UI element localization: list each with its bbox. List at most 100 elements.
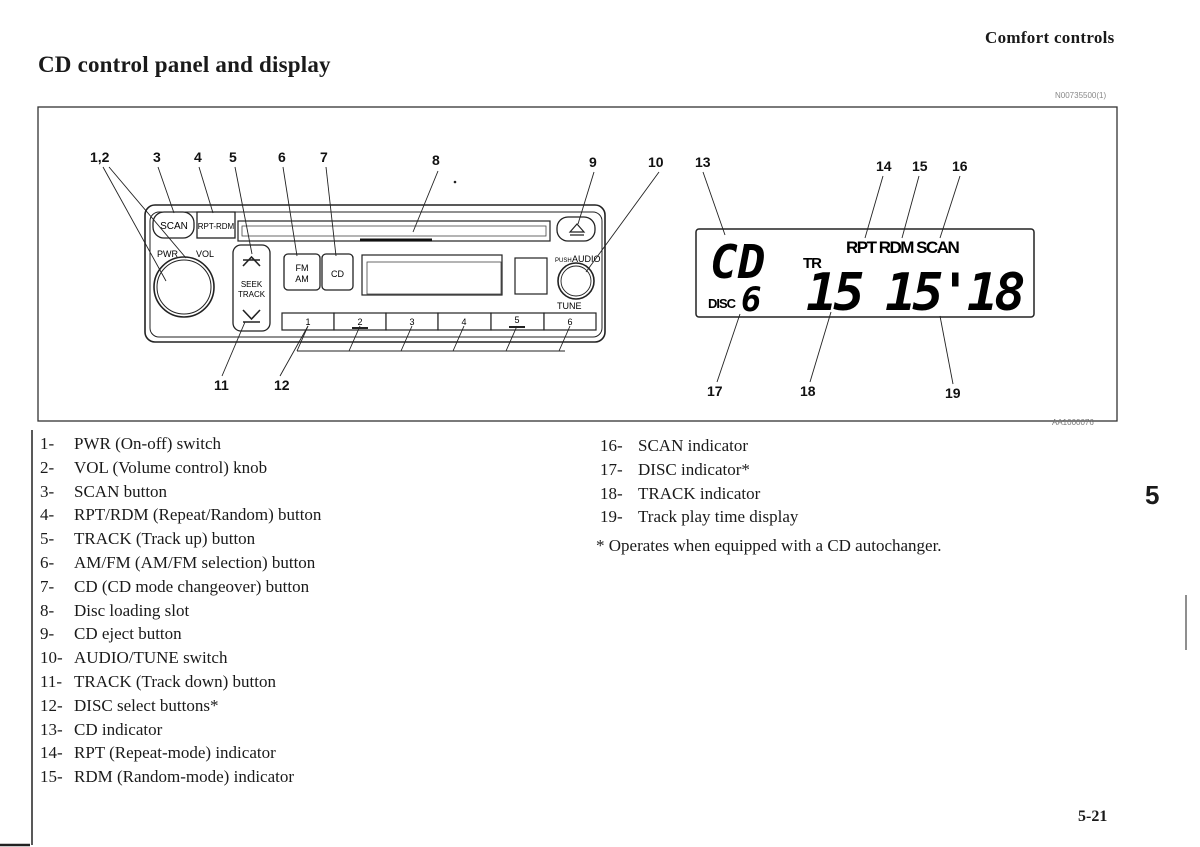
cd-mode-button[interactable] <box>321 253 354 291</box>
legend-item-text: AM/FM (AM/FM selection) button <box>74 552 316 572</box>
legend-item-text: SCAN button <box>74 481 168 501</box>
faceplate-outer <box>144 204 606 343</box>
legend-item-number: 2- <box>40 457 55 477</box>
callout-5: 5 <box>229 149 237 165</box>
callout-3: 3 <box>153 149 161 165</box>
cd-lcd-display: CD TR RPT RDM SCAN DISC 6 15 15'18 <box>695 228 1035 323</box>
legend-item-number: 17- <box>600 459 623 479</box>
legend-item: 18-TRACK indicator <box>600 482 798 506</box>
footnote: * Operates when equipped with a CD autoc… <box>596 536 942 555</box>
legend-item-number: 3- <box>40 481 55 501</box>
legend-item-number: 18- <box>600 483 623 503</box>
legend-item-number: 11- <box>40 671 63 691</box>
callout-19: 19 <box>945 385 961 401</box>
chapter-number: 5 <box>1145 480 1160 510</box>
legend-item-number: 1- <box>40 434 55 453</box>
track-down-button[interactable] <box>242 309 261 323</box>
legend-item-number: 13- <box>40 719 63 739</box>
legend-item-text: DISC select buttons* <box>74 695 219 715</box>
legend-item-text: RDM (Random-mode) indicator <box>74 767 295 787</box>
play-time-display: 15'18 <box>885 263 1023 323</box>
legend-item-text: Track play time display <box>638 507 799 527</box>
legend-item-text: TRACK (Track down) button <box>74 671 276 691</box>
legend-item-number: 6- <box>40 552 55 572</box>
tune-label: TUNE <box>557 301 582 311</box>
legend-list-right: 16-SCAN indicator 17- DISC indicator* 18-… <box>600 434 798 529</box>
legend-item-text: DISC indicator* <box>638 459 750 479</box>
leader-lines <box>102 166 961 385</box>
legend-item: 10-AUDIO/TUNE switch <box>40 646 321 670</box>
disc-button-6[interactable] <box>543 312 597 331</box>
disc-button-2-label: 2 <box>357 317 362 327</box>
vol-label: VOL <box>196 249 214 259</box>
legend-item: 3- SCAN button <box>40 480 321 504</box>
pwr-vol-knob[interactable] <box>153 256 215 318</box>
legend-item: 16-SCAN indicator <box>600 434 798 458</box>
tr-indicator: TR <box>803 255 822 272</box>
callout-4: 4 <box>194 149 202 165</box>
legend-item: 2- VOL (Volume control) knob <box>40 456 321 480</box>
fm-label: FM <box>296 263 309 273</box>
pwr-label: PWR <box>157 249 178 259</box>
legend-item-number: 15- <box>40 767 63 787</box>
legend-item-text: CD eject button <box>74 624 182 644</box>
callout-1-2: 1,2 <box>90 149 110 165</box>
figure-code-top: N00735500(1) <box>1055 91 1107 100</box>
small-display-window <box>514 257 548 295</box>
audio-tune-knob[interactable] <box>557 262 595 300</box>
disc-button-2-led <box>352 327 368 329</box>
legend-item-text: SCAN indicator <box>638 436 749 455</box>
page-number: 5-21 <box>1078 808 1108 825</box>
legend-item-number: 12- <box>40 695 63 715</box>
legend-item-number: 4- <box>40 505 55 525</box>
radio-display-inner <box>366 261 502 295</box>
legend-item: 5-TRACK (Track up) button <box>40 527 321 551</box>
disc-indicator: DISC <box>708 296 737 311</box>
legend-list-left: 1-PWR (On-off) switch 2- VOL (Volume cont… <box>40 432 321 789</box>
callout-10: 10 <box>648 154 664 170</box>
legend-item-text: CD indicator <box>74 719 163 739</box>
legend-item: 19- Track play time display <box>600 505 798 529</box>
legend-item: 4- RPT/RDM (Repeat/Random) button <box>40 503 321 527</box>
legend-item-text: Disc loading slot <box>74 600 190 620</box>
legend-item-number: 19- <box>600 507 623 527</box>
legend-item: 13- CD indicator <box>40 718 321 742</box>
legend-item-number: 10- <box>40 648 63 668</box>
disc-loading-slot[interactable] <box>237 220 551 242</box>
callout-7: 7 <box>320 149 328 165</box>
figure-frame <box>37 106 1118 422</box>
legend-item-text: TRACK (Track up) button <box>74 529 256 549</box>
legend-item-text: RPT (Repeat-mode) indicator <box>74 743 276 763</box>
legend-item: 11- TRACK (Track down) button <box>40 670 321 694</box>
track-up-button[interactable] <box>242 255 261 267</box>
legend-item: 6- AM/FM (AM/FM selection) button <box>40 551 321 575</box>
legend-item: 15- RDM (Random-mode) indicator <box>40 765 321 789</box>
fm-am-button[interactable] <box>283 253 321 291</box>
eject-button[interactable] <box>556 216 596 242</box>
track-label: TRACK <box>238 290 266 299</box>
legend-item-number: 8- <box>40 600 55 620</box>
section-header: Comfort controls <box>985 28 1115 47</box>
disc-button-4-label: 4 <box>461 317 466 327</box>
callout-12: 12 <box>274 377 290 393</box>
legend-item: 9-CD eject button <box>40 622 321 646</box>
disc-slot-inner <box>241 225 547 237</box>
legend-item-number: 14- <box>40 743 63 763</box>
callout-15: 15 <box>912 158 928 174</box>
track-rocker <box>232 244 271 332</box>
legend-item: 1-PWR (On-off) switch <box>40 432 321 456</box>
callout-9: 9 <box>589 154 597 170</box>
scan-button-label: SCAN <box>160 221 188 232</box>
legend-item-text: VOL (Volume control) knob <box>74 457 268 477</box>
track-number-display: 15 <box>806 263 863 323</box>
legend-item: 17- DISC indicator* <box>600 458 798 482</box>
lcd-frame <box>695 228 1035 318</box>
legend-item-text: RPT/RDM (Repeat/Random) button <box>74 505 322 525</box>
rpt-rdm-button[interactable] <box>196 211 236 239</box>
disc-number-display: 6 <box>741 280 761 320</box>
page-title: CD control panel and display <box>38 52 331 77</box>
disc-select-buttons: 1 2 3 4 5 6 <box>281 312 597 331</box>
callout-18: 18 <box>800 383 816 399</box>
disc-button-6-label: 6 <box>567 317 572 327</box>
